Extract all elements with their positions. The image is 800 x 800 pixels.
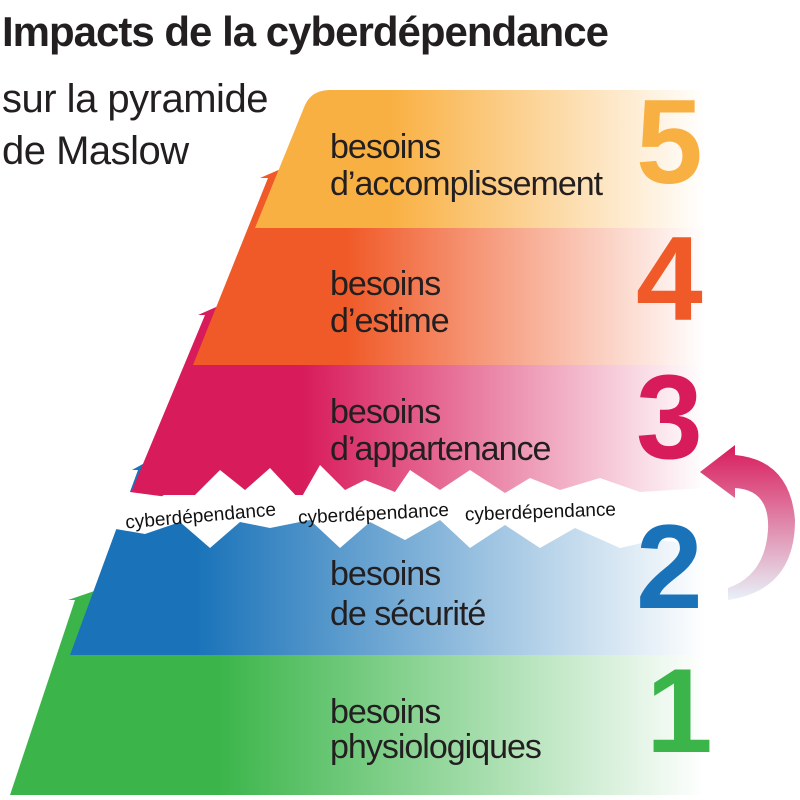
level-1-label-line1: besoins xyxy=(330,693,440,731)
level-2-number: 2 xyxy=(636,500,703,634)
level-1-number: 1 xyxy=(646,644,713,778)
level-3-band xyxy=(130,300,705,495)
subtitle-line1: sur la pyramide xyxy=(2,77,268,121)
level-5-number: 5 xyxy=(636,75,703,209)
level-5-band xyxy=(255,90,705,228)
level-4-label-line2: d’estime xyxy=(330,302,449,340)
level-4-label-line1: besoins xyxy=(330,265,440,303)
level-2-label-line1: besoins xyxy=(330,555,440,593)
page-title: Impacts de la cyberdépendance xyxy=(2,8,608,55)
cyberdependance-crack xyxy=(110,465,705,548)
level-2-label-line2: de sécurité xyxy=(330,595,485,633)
level-3-label-line1: besoins xyxy=(330,393,440,431)
curved-arrow-icon xyxy=(700,445,795,600)
level-2-band xyxy=(70,450,705,655)
level-5-label-line1: besoins xyxy=(330,128,440,166)
level-1-label-line2: physiologiques xyxy=(330,728,541,766)
level-3-number: 3 xyxy=(636,350,703,484)
level-1-band xyxy=(10,585,705,795)
level-5-label-line2: d’accomplissement xyxy=(330,165,604,203)
level-4-number: 4 xyxy=(636,212,703,346)
level-3-label-line2: d’appartenance xyxy=(330,430,551,468)
level-4-band xyxy=(193,165,705,365)
subtitle-line2: de Maslow xyxy=(2,129,189,173)
